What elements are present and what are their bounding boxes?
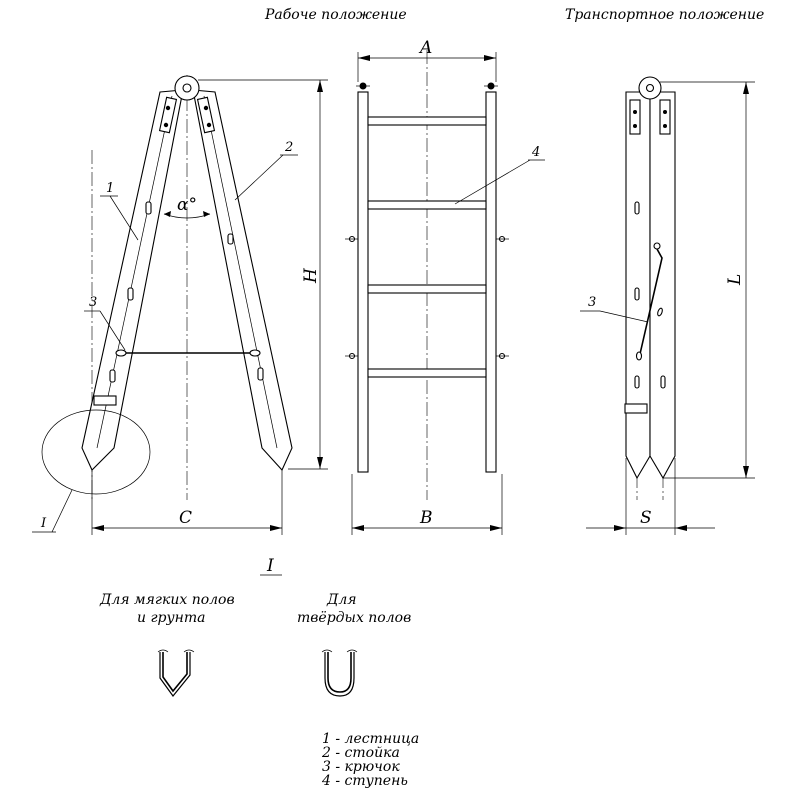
left-slot-2 — [127, 287, 134, 301]
dim-c-label: C — [179, 508, 192, 528]
transport-slot-3 — [634, 375, 640, 389]
transport-view: 3 L S — [580, 76, 755, 535]
detail-title: I — [266, 556, 274, 576]
front-right-rail — [485, 91, 497, 473]
detail-hard-line-1: Для — [326, 592, 357, 608]
legend-item-2: 2 - стойка — [321, 745, 400, 761]
hook-left-eye — [115, 349, 127, 357]
left-top-plate — [158, 96, 178, 134]
callout-3-leader — [99, 310, 126, 351]
dim-c-arrow-right — [270, 525, 282, 531]
detail-circle — [41, 409, 151, 495]
legend-item-4: 4 - ступень — [321, 773, 408, 789]
dim-s-arrow-right — [675, 525, 687, 531]
dim-h-arrow-bottom — [317, 457, 323, 469]
transport-leg-left — [625, 91, 651, 480]
callout-3-transport-leader — [599, 310, 649, 323]
detail-rounded-break-right — [346, 649, 358, 653]
callout-4: 4 — [531, 145, 540, 160]
legend-item-3: 3 - крючок — [322, 759, 400, 775]
left-plate-bolt-2 — [163, 122, 169, 128]
detail-pointed-foot — [159, 652, 191, 697]
callout-3: 3 — [89, 295, 97, 310]
callout-3-transport: 3 — [588, 295, 596, 310]
transport-hinge-pin — [645, 83, 655, 93]
detail-rounded-break-left — [321, 649, 333, 653]
dim-l-arrow-top — [743, 82, 749, 94]
right-slot-1 — [227, 233, 234, 245]
dim-b-arrow-right — [490, 525, 502, 531]
parts-legend: 1 - лестница 2 - стойка 3 - крючок 4 - с… — [321, 731, 419, 789]
callout-2: 2 — [284, 140, 293, 155]
transport-hook-top — [653, 242, 661, 250]
dim-b-label: B — [419, 508, 433, 528]
right-slot-2 — [257, 367, 264, 381]
transport-foot-pad — [624, 403, 648, 414]
detail-rounded-foot — [324, 652, 355, 697]
left-slot-1 — [145, 201, 152, 215]
transport-left-plate-bolt-2 — [633, 124, 637, 128]
left-plate-bolt — [165, 105, 171, 111]
transport-right-plate-bolt-1 — [663, 110, 667, 114]
step-3 — [367, 284, 487, 294]
callout-4-leader — [454, 159, 531, 205]
dim-h-arrow-top — [317, 80, 323, 92]
transport-leg-right — [649, 91, 676, 480]
dim-l-arrow-bottom — [743, 466, 749, 478]
left-foot-pad — [93, 395, 117, 406]
step-4 — [367, 368, 487, 378]
title-working-position: Рабоче положение — [264, 7, 407, 23]
detail-soft-line-1: Для мягких полов — [99, 592, 235, 608]
angle-arrow-right — [203, 211, 210, 217]
dim-a-arrow-left — [358, 55, 370, 61]
right-leg-inner-edge — [203, 95, 278, 449]
dim-s-label: S — [640, 508, 652, 528]
legend-item-1: 1 - лестница — [322, 731, 419, 747]
detail-hard-line-2: твёрдых полов — [297, 610, 411, 626]
dim-l-label: L — [725, 274, 745, 286]
transport-right-plate-bolt-2 — [663, 124, 667, 128]
dim-s-arrow-left — [614, 525, 626, 531]
detail-pointed-break-right — [183, 649, 195, 653]
angle-arrow-left — [164, 211, 171, 217]
front-left-rail — [357, 91, 369, 473]
transport-right-plate — [659, 99, 671, 135]
detail-soft-line-2: и грунта — [137, 610, 205, 626]
dim-h-label: H — [301, 267, 321, 284]
left-leg-inner-edge — [96, 95, 173, 449]
transport-hook-eye — [635, 351, 643, 361]
transport-slot-4 — [660, 375, 666, 389]
callout-1: 1 — [106, 181, 114, 196]
step-2 — [367, 200, 487, 210]
callout-1-leader — [109, 195, 139, 241]
title-transport-position: Транспортное положение — [565, 7, 764, 23]
callout-2-leader — [234, 154, 284, 201]
hook-right-eye — [249, 349, 261, 357]
dim-b-arrow-left — [352, 525, 364, 531]
top-hinge-pin — [182, 83, 192, 93]
transport-hook-pin — [657, 307, 663, 317]
transport-slot-2 — [634, 287, 640, 301]
detail-ref-label: I — [40, 516, 47, 531]
detail-rounded-foot-rubber — [327, 652, 352, 693]
front-view-working: 4 A B — [345, 38, 545, 535]
right-plate-bolt — [203, 105, 209, 111]
transport-left-plate — [629, 99, 641, 135]
right-plate-bolt-2 — [206, 122, 212, 128]
dim-a-arrow-right — [484, 55, 496, 61]
detail-pointed-foot-tip — [162, 652, 188, 693]
detail-i: I Для мягких полов и грунта Для твёрдых … — [99, 556, 411, 697]
step-1 — [367, 116, 487, 126]
side-view-working: α° 1 2 3 I H C — [32, 75, 328, 535]
angle-label: α° — [177, 195, 197, 215]
left-slot-3 — [109, 369, 116, 383]
transport-left-plate-bolt-1 — [633, 110, 637, 114]
dim-a-label: A — [418, 38, 432, 58]
dim-c-arrow-left — [92, 525, 104, 531]
transport-slot-1 — [634, 201, 640, 215]
detail-pointed-break-left — [157, 649, 169, 653]
detail-leader — [51, 489, 73, 533]
